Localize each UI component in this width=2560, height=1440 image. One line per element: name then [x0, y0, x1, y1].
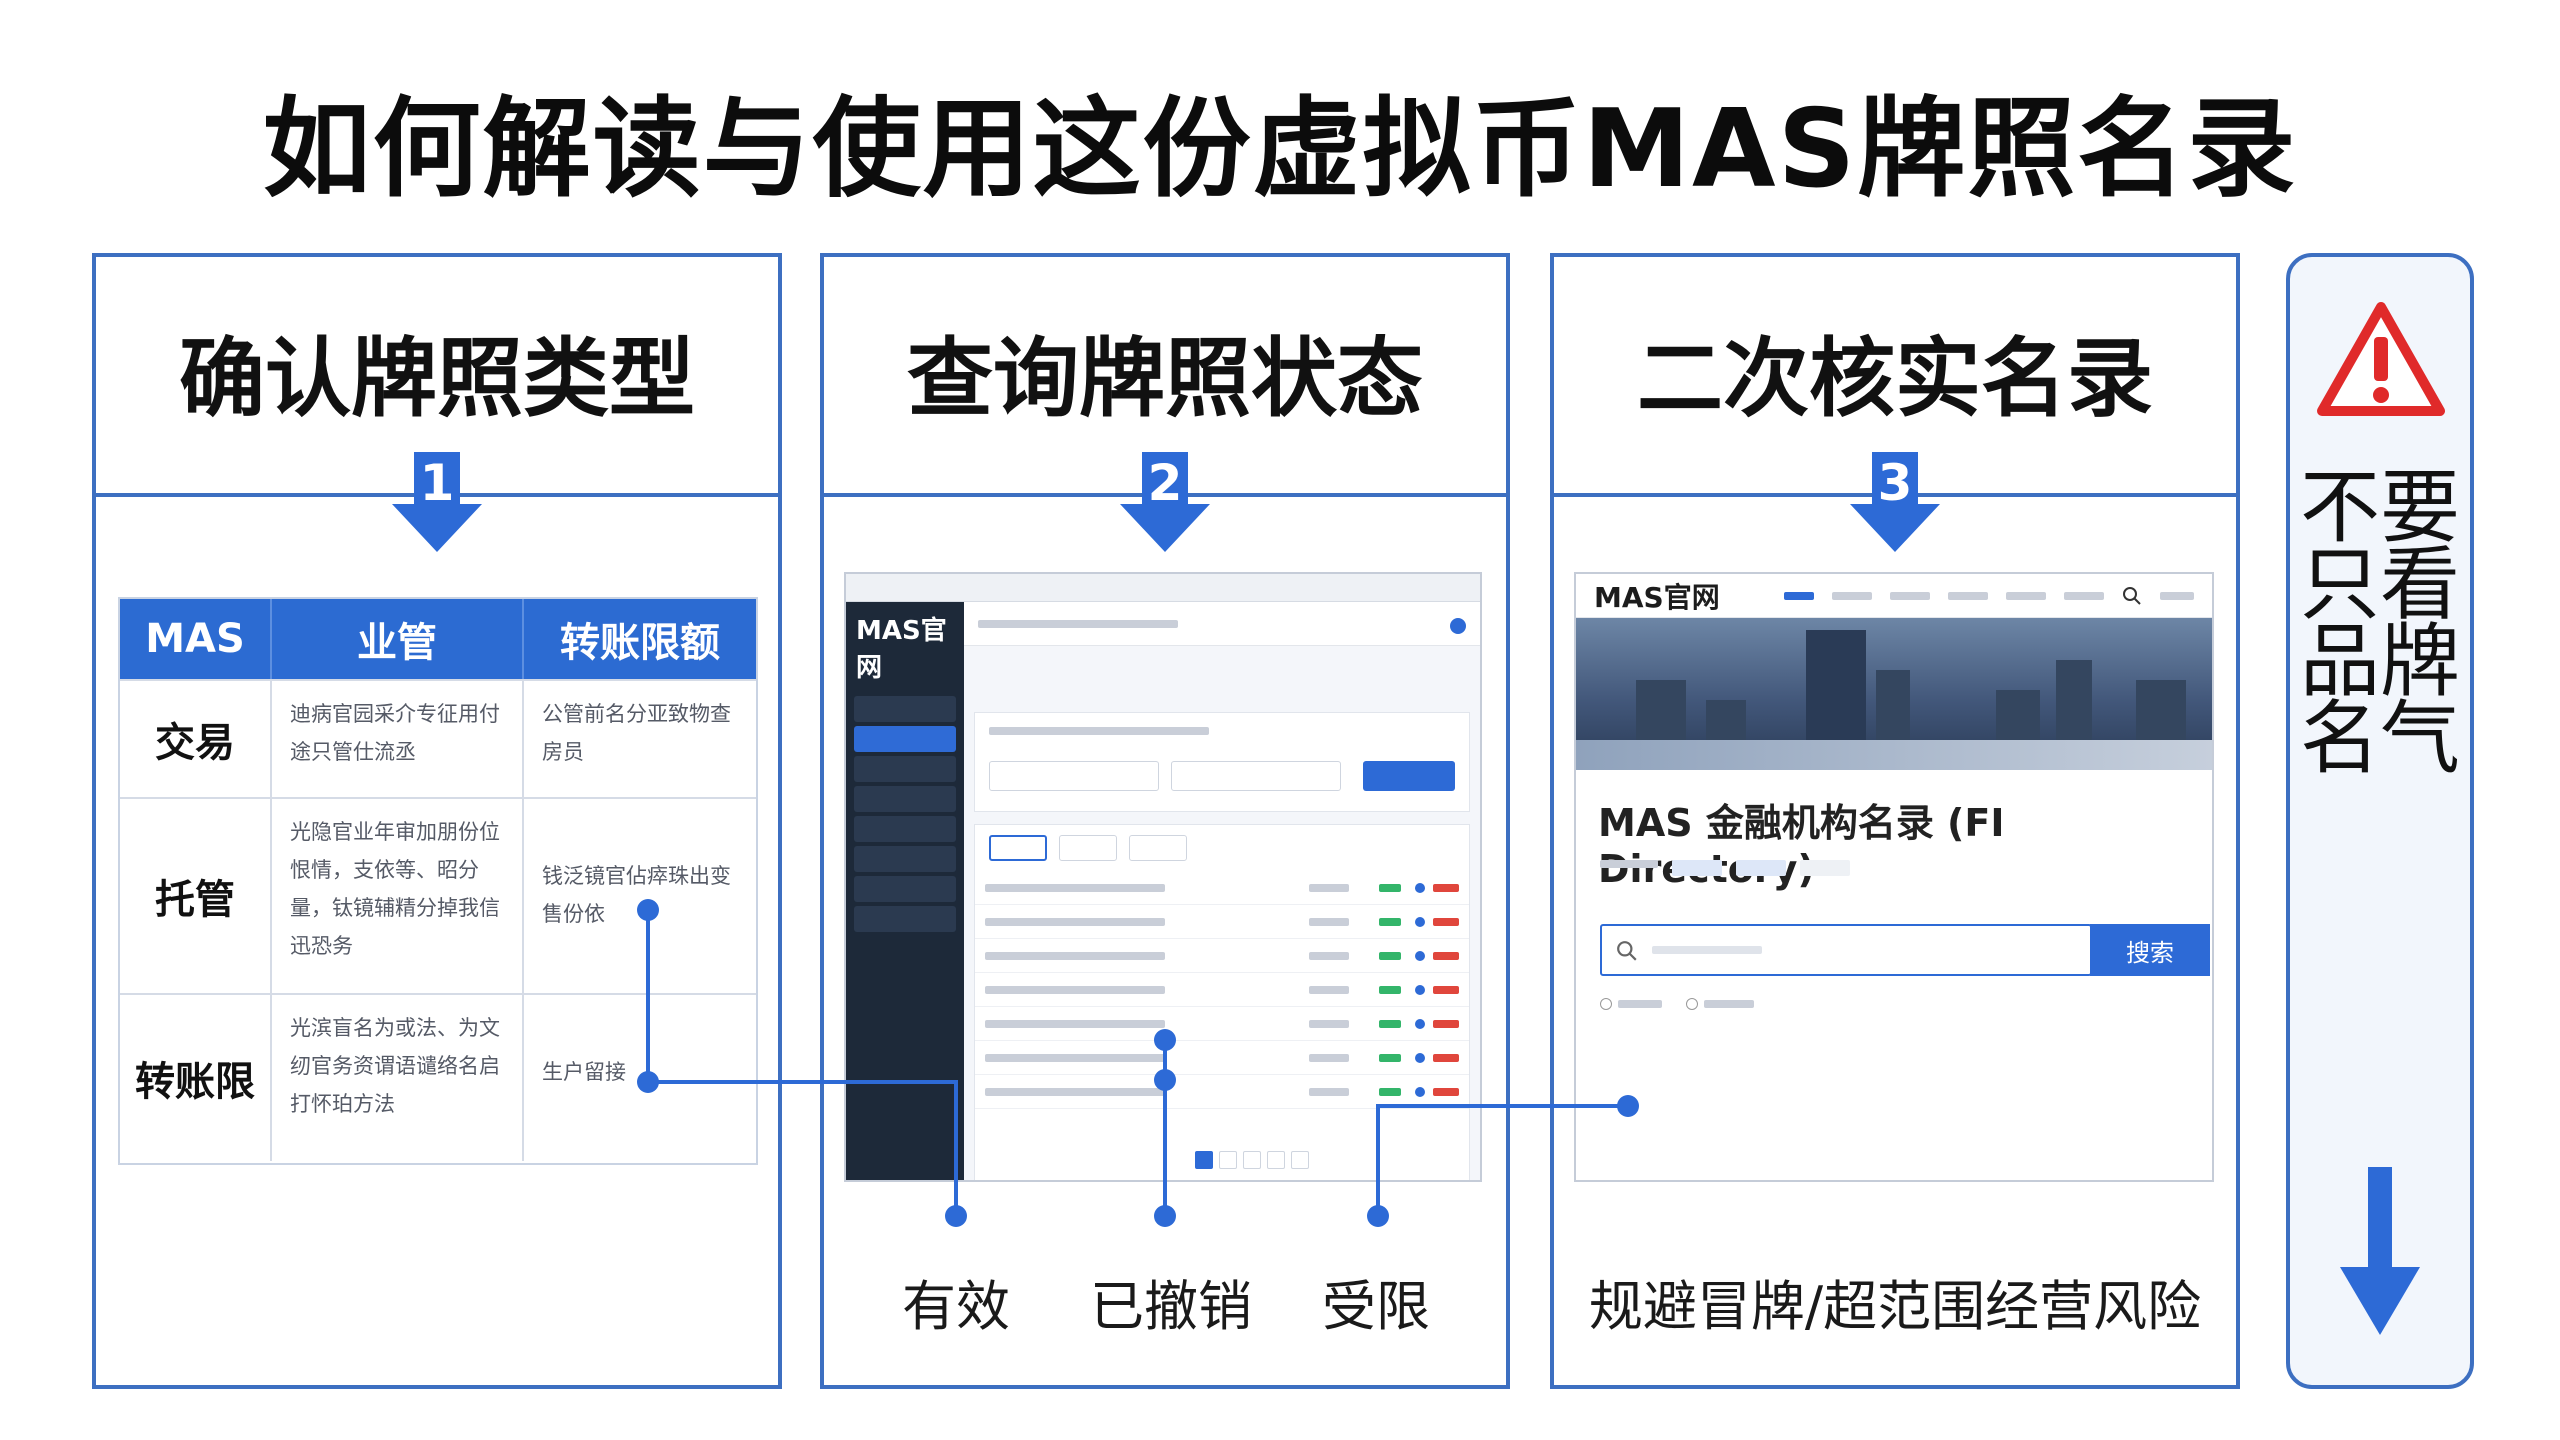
step-arrow-2: 2: [1120, 452, 1210, 552]
status-revoked: 已撤销: [1090, 1275, 1252, 1338]
table-row: 交易 迪病官园采介专征用付途只管仕流丞 公管前名分亚致物查房员: [120, 679, 756, 797]
browser-toolbar: [846, 574, 1480, 602]
sidebar-item: [854, 906, 956, 932]
table-row: [975, 1007, 1469, 1041]
warning-panel: 不要只看品牌名气: [2286, 253, 2474, 1389]
header-cell: 业管: [272, 599, 524, 679]
status-tabs: [975, 825, 1469, 871]
tab[interactable]: [1059, 835, 1117, 861]
table-cell: 钱泛镜官佔瘁珠出变售份依: [542, 864, 731, 926]
row-label: 托管: [120, 799, 272, 993]
sidebar-item: [854, 876, 956, 902]
site-header: MAS官网: [1576, 574, 2212, 618]
radio-options: [1600, 998, 1754, 1010]
search-button[interactable]: 搜索: [2090, 924, 2210, 976]
warning-icon: [2317, 302, 2445, 416]
table-row: 托管 光隐官业年审加朋份位恨情，支依等、昭分量，钛镜辅精分掉我信迅恐务 钱泛镜官…: [120, 797, 756, 993]
row-label: 转账限: [120, 995, 272, 1161]
fi-directory-screenshot: MAS官网 MAS 金融机构名录 (FI Directory): [1574, 572, 2214, 1182]
portal-sidebar: MAS官网: [846, 602, 964, 1180]
sidebar-item: [854, 816, 956, 842]
portal-logo: MAS官网: [856, 616, 947, 683]
tab[interactable]: [1129, 835, 1187, 861]
status-labels: 有效 已撤销 受限: [824, 1262, 1506, 1342]
step-arrow-1: 1: [392, 452, 482, 552]
query-button[interactable]: [1363, 761, 1455, 791]
page-button[interactable]: [1243, 1151, 1261, 1169]
down-arrow-icon: [2340, 1167, 2420, 1335]
warning-text: 不要只看品牌名气: [2300, 461, 2460, 785]
down-arrow-icon: [392, 452, 482, 552]
site-logo: MAS官网: [1594, 580, 1720, 614]
table-cell: 迪病官园采介专征用付途只管仕流丞: [272, 681, 524, 797]
chip[interactable]: [1800, 860, 1850, 876]
radio[interactable]: [1600, 998, 1612, 1010]
risk-caption: 规避冒牌/超范围经营风险: [1588, 1275, 2202, 1338]
search-icon: [2123, 586, 2141, 605]
tab-active[interactable]: [989, 835, 1047, 861]
chip[interactable]: [1736, 860, 1786, 876]
directory-search-input[interactable]: [1600, 924, 2092, 976]
table-cell: 生户留接: [542, 1060, 626, 1084]
step-number: 2: [1147, 454, 1183, 512]
license-type-table: MAS 业管 转账限额 交易 迪病官园采介专征用付途只管仕流丞 公管前名分亚致物…: [118, 597, 758, 1165]
portal-topbar: [964, 602, 1480, 646]
table-row: [975, 973, 1469, 1007]
panel-verify-directory: 二次核实名录 3 MAS官网: [1550, 253, 2240, 1389]
status-valid: 有效: [902, 1275, 1010, 1338]
table-row: [975, 1041, 1469, 1075]
table-row: [975, 1075, 1469, 1109]
status-restricted: 受限: [1322, 1275, 1430, 1338]
table-cell: 光隐官业年审加朋份位恨情，支依等、昭分量，钛镜辅精分掉我信迅恐务: [272, 799, 524, 993]
filter-chips: [1600, 860, 1850, 876]
filter-select[interactable]: [1171, 761, 1341, 791]
page-button[interactable]: [1219, 1151, 1237, 1169]
sidebar-item: [854, 846, 956, 872]
table-row: [975, 871, 1469, 905]
directory-title: MAS 金融机构名录 (FI Directory): [1598, 801, 2005, 891]
sidebar-item: [854, 786, 956, 812]
page-button-active[interactable]: [1195, 1151, 1213, 1169]
pagination: [1195, 1151, 1309, 1169]
radio[interactable]: [1686, 998, 1698, 1010]
table-header: MAS 业管 转账限额: [120, 599, 756, 679]
step-number: 3: [1877, 454, 1913, 512]
step-arrow-3: 3: [1850, 452, 1940, 552]
filter-select[interactable]: [989, 761, 1159, 791]
table-cell: 公管前名分亚致物查房员: [542, 702, 731, 764]
page-button[interactable]: [1267, 1151, 1285, 1169]
panel-license-status: 查询牌照状态 2 MAS官网: [820, 253, 1510, 1389]
portal-content: [964, 602, 1480, 1180]
search-icon: [1617, 941, 1637, 961]
sidebar-item-active: [854, 726, 956, 752]
sidebar-item: [854, 696, 956, 722]
table-cell: 光滨盲名为或法、为文纫官务资谓语谴络名启打怀珀方法: [272, 995, 524, 1161]
table-row: [975, 905, 1469, 939]
mas-portal-screenshot: MAS官网: [844, 572, 1482, 1182]
step-number: 1: [419, 454, 455, 512]
table-row: [975, 939, 1469, 973]
page-button[interactable]: [1291, 1151, 1309, 1169]
down-arrow-icon: [1850, 452, 1940, 552]
table-row: 转账限 光滨盲名为或法、为文纫官务资谓语谴络名启打怀珀方法 生户留接: [120, 993, 756, 1161]
row-label: 交易: [120, 681, 272, 797]
results-table-card: [974, 824, 1470, 1180]
chip[interactable]: [1672, 860, 1722, 876]
search-filter-card: [974, 712, 1470, 812]
panel-license-type: 确认牌照类型 1 MAS 业管 转账限额 交易 迪病官园采介专征用付途只管仕流丞…: [92, 253, 782, 1389]
sidebar-item: [854, 756, 956, 782]
header-cell: MAS: [120, 599, 272, 679]
page-title: 如何解读与使用这份虚拟币MAS牌照名录: [262, 87, 2298, 212]
city-banner-image: [1576, 618, 2212, 770]
down-arrow-icon: [1120, 452, 1210, 552]
header-cell: 转账限额: [560, 620, 720, 666]
